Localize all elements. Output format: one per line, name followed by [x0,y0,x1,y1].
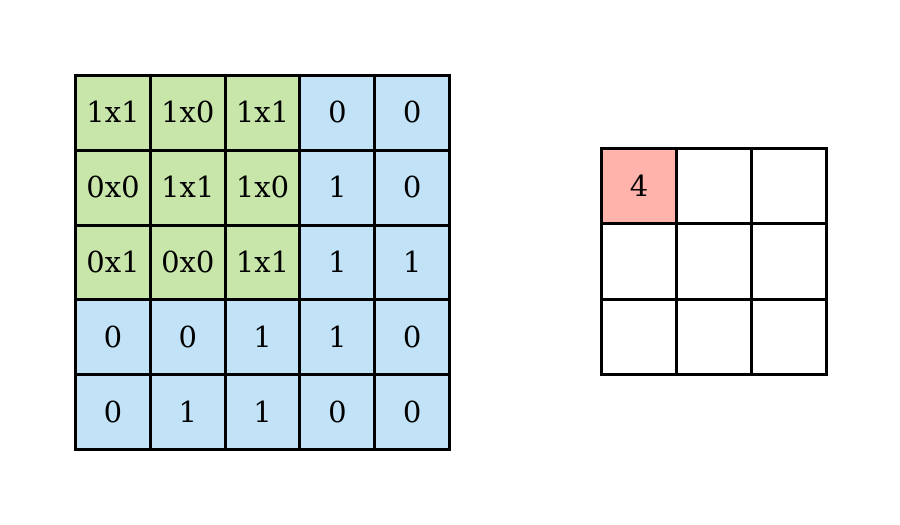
output-feature-map-cell-r2-c3 [753,225,825,298]
output-feature-map-cell-r2-c2 [678,225,750,298]
input-matrix-cell-r3-c5: 1 [376,226,448,299]
input-matrix-cell-r4-c1: 0 [77,301,149,374]
input-matrix-cell-r5-c2: 1 [151,376,224,448]
input-matrix-cell-r1-c1: 1x1 [77,77,149,149]
input-matrix-cell-r4-c2: 0 [151,301,224,374]
output-feature-map-cell-r3-c2 [678,300,750,373]
input-matrix-cell-r1-c4: 0 [301,77,374,149]
input-matrix-cell-r3-c2: 0x0 [151,226,224,299]
output-feature-map-grid: 4 [600,147,828,376]
output-feature-map-cell-r1-c3 [753,150,825,223]
output-feature-map-cell-r2-c1 [603,225,675,298]
input-matrix-cell-r2-c3: 1x0 [226,151,299,224]
input-matrix-cell-r2-c4: 1 [301,151,374,224]
input-matrix-cell-r5-c1: 0 [77,376,149,448]
input-matrix-cell-r2-c5: 0 [376,151,448,224]
output-feature-map-cell-r3-c3 [753,300,825,373]
input-matrix-cell-r1-c5: 0 [376,77,448,149]
output-feature-map-cell-r1-c2 [678,150,750,223]
input-matrix-cell-r5-c4: 0 [301,376,374,448]
input-matrix-cell-r3-c1: 0x1 [77,226,149,299]
output-feature-map-cell-r3-c1 [603,300,675,373]
input-matrix-cell-r5-c3: 1 [226,376,299,448]
input-matrix-cell-r2-c2: 1x1 [151,151,224,224]
input-matrix-cell-r3-c3: 1x1 [226,226,299,299]
input-matrix-cell-r5-c5: 0 [376,376,448,448]
input-matrix-cell-r4-c5: 0 [376,301,448,374]
input-matrix-cell-r1-c2: 1x0 [151,77,224,149]
input-matrix-cell-r1-c3: 1x1 [226,77,299,149]
input-matrix-cell-r4-c3: 1 [226,301,299,374]
output-feature-map-cell-r1-c1: 4 [603,150,675,223]
input-matrix-cell-r2-c1: 0x0 [77,151,149,224]
input-matrix-cell-r4-c4: 1 [301,301,374,374]
input-matrix-cell-r3-c4: 1 [301,226,374,299]
